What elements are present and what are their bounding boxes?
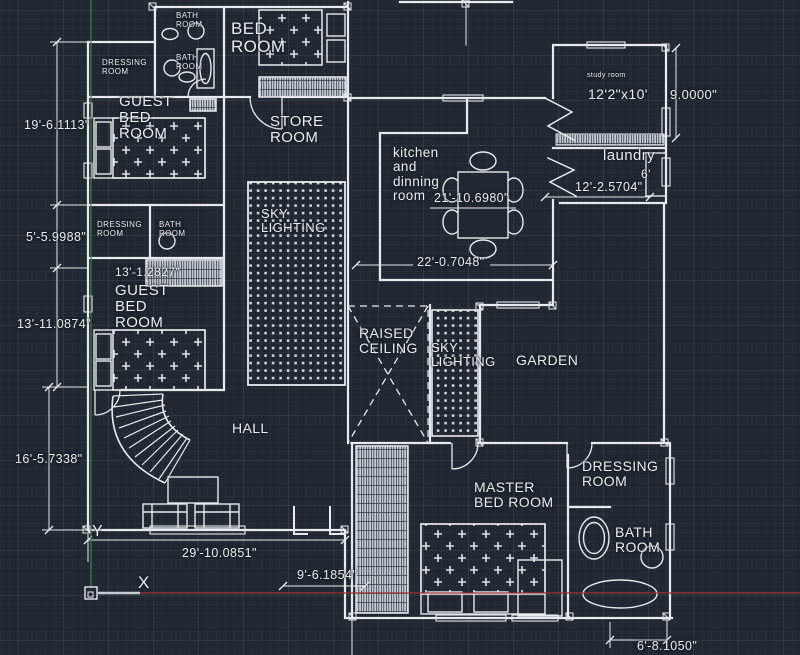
pillow bbox=[95, 333, 112, 360]
door-dressing bbox=[566, 442, 593, 469]
hall-table bbox=[167, 476, 219, 504]
sofa bbox=[194, 503, 240, 529]
dining-set bbox=[442, 151, 524, 259]
toilet bbox=[158, 232, 176, 250]
sink bbox=[161, 27, 179, 41]
master-bathtub bbox=[582, 579, 658, 609]
node-marker-icon bbox=[82, 525, 91, 534]
window bbox=[665, 457, 675, 485]
guest1-bed-frame bbox=[93, 117, 206, 179]
laundry-washer bbox=[645, 152, 667, 197]
door-bath1 bbox=[187, 78, 207, 98]
node-marker-icon bbox=[343, 93, 352, 102]
master-bed-hatch bbox=[420, 523, 546, 595]
accordion-door-walls bbox=[543, 96, 578, 198]
window bbox=[435, 614, 507, 622]
door-master bbox=[451, 442, 479, 470]
window bbox=[586, 41, 626, 49]
ucs-axes bbox=[84, 0, 800, 600]
dining-chair bbox=[469, 239, 497, 259]
window bbox=[83, 162, 93, 179]
window bbox=[511, 614, 559, 622]
pillow bbox=[95, 121, 112, 148]
dining-chair bbox=[469, 151, 497, 171]
dining-table bbox=[457, 171, 509, 239]
master-side-cabinet bbox=[517, 559, 563, 617]
bed-top-hatch bbox=[258, 9, 323, 66]
window bbox=[149, 525, 246, 535]
pillow bbox=[95, 148, 112, 175]
pillow bbox=[95, 360, 112, 387]
hall-chair bbox=[293, 506, 308, 535]
wardrobe-master-hatch bbox=[355, 445, 409, 614]
node-marker-icon bbox=[475, 438, 484, 447]
window bbox=[83, 102, 93, 119]
toilet bbox=[163, 59, 181, 77]
wardrobe-top-hatch bbox=[258, 76, 347, 98]
node-marker-icon bbox=[348, 612, 357, 621]
node-marker-icon bbox=[148, 2, 157, 11]
guest2-bed-frame bbox=[93, 329, 206, 391]
raised-ceiling-outline bbox=[347, 305, 429, 444]
furniture bbox=[93, 13, 667, 617]
master-sink-inner bbox=[582, 521, 606, 555]
dimension-lines bbox=[42, 37, 681, 655]
sky-lighting-1-hatch bbox=[247, 181, 346, 386]
door-hall-entry bbox=[94, 389, 121, 416]
master-sink bbox=[578, 516, 610, 560]
guest1-bed-hatch bbox=[112, 117, 206, 179]
node-marker-icon bbox=[565, 612, 574, 621]
wardrobe-small-hatch bbox=[189, 98, 217, 112]
door-store bbox=[249, 96, 283, 130]
window bbox=[496, 301, 540, 309]
toilet bbox=[187, 22, 205, 40]
pillow bbox=[473, 591, 509, 613]
node-marker-icon bbox=[661, 43, 670, 52]
bathtub bbox=[196, 48, 215, 89]
master-bed-frame bbox=[420, 523, 546, 615]
origin-marker-icon bbox=[84, 586, 98, 600]
window bbox=[442, 94, 484, 102]
hall-chair bbox=[329, 506, 344, 535]
study-shelf-hatch bbox=[555, 133, 665, 146]
node-markers bbox=[82, 0, 671, 621]
node-marker-icon bbox=[660, 438, 669, 447]
window bbox=[661, 107, 671, 137]
nightstand bbox=[326, 13, 346, 37]
sofa bbox=[142, 503, 188, 529]
pillow bbox=[427, 591, 463, 613]
node-marker-icon bbox=[475, 302, 484, 311]
node-marker-icon bbox=[548, 301, 557, 310]
hatch-areas bbox=[112, 9, 665, 614]
hall-seating bbox=[142, 476, 344, 535]
nightstand bbox=[326, 39, 346, 63]
staircase bbox=[111, 393, 191, 484]
sky-lighting-2-hatch bbox=[431, 309, 479, 437]
window bbox=[665, 523, 675, 551]
wardrobe-guest2-hatch bbox=[145, 259, 223, 287]
dimension-ticks bbox=[44, 37, 681, 645]
node-marker-icon bbox=[343, 2, 352, 11]
window bbox=[83, 295, 93, 313]
guest2-bed-hatch bbox=[112, 329, 206, 391]
node-marker-icon bbox=[461, 0, 470, 8]
sink bbox=[178, 71, 196, 83]
node-marker-icon bbox=[340, 525, 349, 534]
node-marker-icon bbox=[662, 612, 671, 621]
master-toilet bbox=[640, 545, 664, 569]
bathtub-inner bbox=[199, 52, 212, 85]
